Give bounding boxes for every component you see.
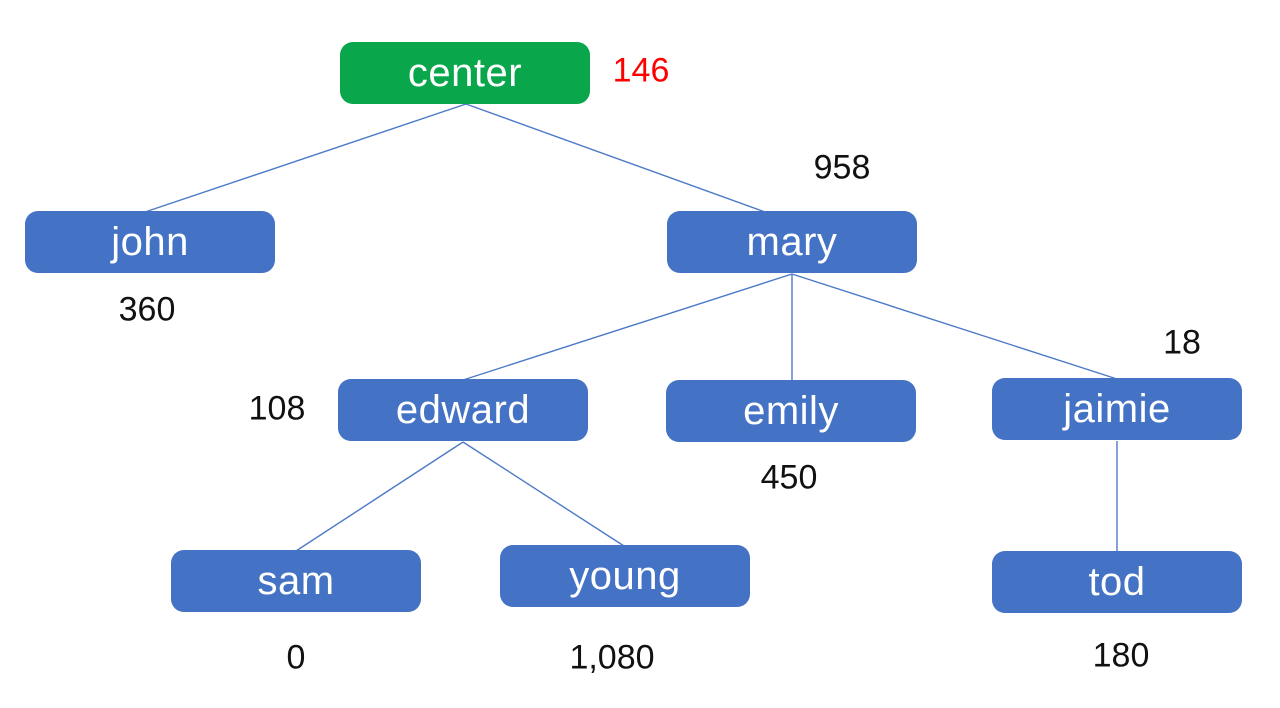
tree-node-tod: tod — [992, 551, 1242, 613]
tree-node-sam: sam — [171, 550, 421, 612]
edge-center-mary — [465, 103, 766, 213]
tree-node-center: center — [340, 42, 590, 104]
node-value-mary: 958 — [813, 148, 871, 187]
edge-mary-edward — [462, 273, 793, 381]
edge-center-john — [144, 103, 467, 213]
node-value-john: 360 — [118, 290, 176, 329]
node-value-emily: 450 — [760, 458, 818, 497]
tree-node-emily: emily — [666, 380, 916, 442]
tree-node-young: young — [500, 545, 750, 607]
node-value-center: 146 — [612, 51, 670, 90]
edge-edward-young — [462, 441, 625, 547]
node-value-young: 1,080 — [569, 638, 655, 677]
edge-edward-sam — [295, 441, 464, 552]
tree-node-jaimie: jaimie — [992, 378, 1242, 440]
node-value-tod: 180 — [1092, 636, 1150, 675]
node-value-jaimie: 18 — [1163, 323, 1201, 362]
tree-node-mary: mary — [667, 211, 917, 273]
node-value-edward: 108 — [248, 389, 306, 428]
node-value-sam: 0 — [286, 638, 306, 677]
edge-mary-jaimie — [791, 273, 1118, 380]
tree-node-edward: edward — [338, 379, 588, 441]
tree-node-john: john — [25, 211, 275, 273]
